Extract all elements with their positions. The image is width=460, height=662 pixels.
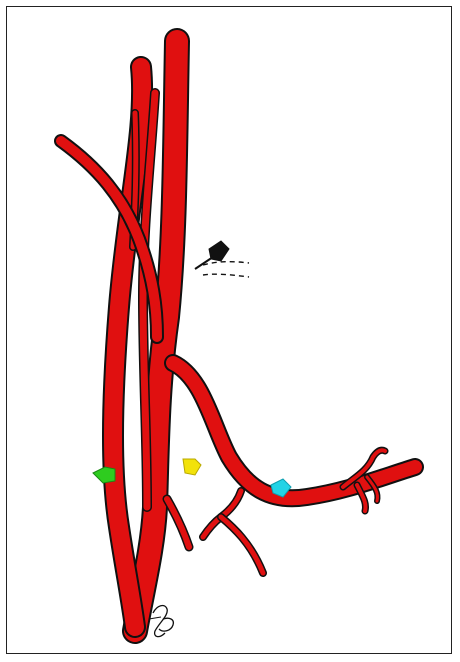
y-branch-vessel xyxy=(203,491,263,573)
right-branch-vessel xyxy=(173,363,415,498)
stub-branch xyxy=(167,499,189,547)
green-clip-marker xyxy=(93,467,115,483)
dashed-vessel xyxy=(203,262,249,277)
vessel-diagram xyxy=(7,7,453,655)
signature-mark xyxy=(149,606,173,637)
black-clip-marker xyxy=(195,241,229,269)
figure-frame xyxy=(6,6,452,654)
yellow-clip-marker xyxy=(183,459,201,475)
